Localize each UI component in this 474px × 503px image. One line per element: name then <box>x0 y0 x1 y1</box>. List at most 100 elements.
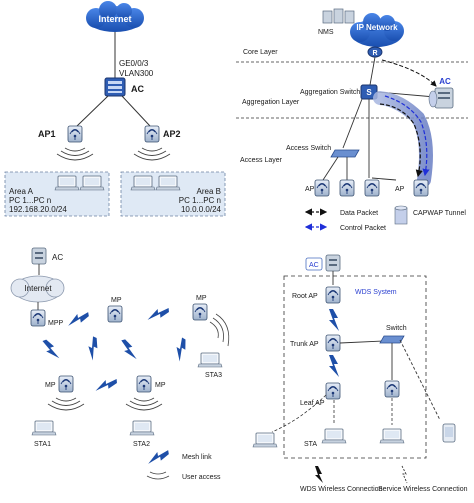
control-packet-path <box>384 95 430 177</box>
ac-label-2: AC <box>439 77 451 86</box>
nms-server-icon <box>322 8 355 24</box>
mp-bm-waves-icon <box>125 397 163 411</box>
trunk-ap-icon <box>325 334 341 352</box>
internet-label-3: Internet <box>24 284 52 293</box>
ac-label: AC <box>131 84 144 94</box>
mesh-link-mp-mp-icon <box>146 308 170 320</box>
ip-network-cloud-icon <box>350 13 404 47</box>
ac-box-4 <box>305 257 323 271</box>
mpp-icon <box>30 309 46 327</box>
access-layer-label: Access Layer <box>240 157 283 164</box>
wds-system-label: WDS System <box>355 289 397 296</box>
ap1-label: AP1 <box>38 129 56 139</box>
data-packet-path <box>379 103 423 178</box>
ap-label-1: AP <box>305 186 315 193</box>
legend-service-label: Service Wireless Connection <box>378 486 468 493</box>
area-a-subnet: 192.168.20.0/24 <box>9 205 67 214</box>
aggregation-switch-label: Aggregation Switch <box>300 89 360 96</box>
mesh-link-mpp-mpbl-icon <box>42 337 60 362</box>
sta-phone-icon <box>442 423 456 443</box>
mpp-label: MPP <box>48 320 64 327</box>
area-b-pcs: PC 1...PC n <box>179 196 221 205</box>
switch-glyph: S <box>366 88 372 97</box>
ac-controller-icon <box>104 77 126 97</box>
sta1-laptop-icon <box>31 420 57 436</box>
ap-label-2: AP <box>395 186 405 193</box>
panel-capwap-tunnel-topology: NMS IP Network R Core Layer S Aggregatio… <box>236 8 468 232</box>
mesh-link-mp-mpbm-icon <box>121 337 137 362</box>
link-trunk-switch <box>339 340 385 344</box>
root-ap-label: Root AP <box>292 293 318 300</box>
access-ap-4-icon <box>413 179 429 197</box>
service-link-switch-sta <box>399 339 441 421</box>
leaf-ap-label: Leaf AP <box>300 400 325 407</box>
ap1-icon <box>67 125 83 143</box>
area-a-name: Area A <box>9 187 34 196</box>
link-switch-access-switch <box>342 98 363 149</box>
area-a-laptop-2-icon <box>79 175 105 191</box>
legend-mesh-bolt-icon <box>146 450 170 464</box>
sta-right-laptop-icon <box>379 428 405 444</box>
legend-wds-icon <box>315 466 323 483</box>
access-ap-3-icon <box>364 179 380 197</box>
legend-mesh-label: Mesh link <box>182 454 212 461</box>
legend-control-label: Control Packet <box>340 225 386 232</box>
nms-label: NMS <box>318 29 334 36</box>
switch-icon <box>379 335 405 344</box>
mesh-link-mpp-mp-icon <box>66 312 90 326</box>
sta3-laptop-icon <box>197 352 223 368</box>
mp-bottom-middle-icon <box>136 375 152 393</box>
mp-top-middle-icon <box>107 305 123 323</box>
panel-ac-bypass-topology: Internet GE0/0/3 VLAN300 AC AP1 AP2 Area… <box>4 1 226 217</box>
legend-tunnel-icon <box>394 205 408 225</box>
panel-mesh-topology: AC Internet MPP MP MP MP MP <box>10 247 230 481</box>
sta-label: STA <box>304 441 317 448</box>
service-link-left <box>271 394 327 433</box>
switch-label: Switch <box>386 325 407 332</box>
access-switch-icon <box>330 149 360 158</box>
link-access-ap1 <box>322 156 339 181</box>
legend-service-icon <box>401 465 408 484</box>
sta-left-laptop-icon <box>252 432 278 448</box>
legend-user-label: User access <box>182 474 221 481</box>
access-ap-2-icon <box>339 179 355 197</box>
link-ac-ap2 <box>121 95 151 127</box>
capwap-tunnel-tube <box>373 91 433 187</box>
panel-wds-topology: AC WDS System Root AP Trunk AP Switch <box>252 254 468 493</box>
legend-tunnel-label: CAPWAP Tunnel <box>413 210 466 217</box>
ap2-label: AP2 <box>163 129 181 139</box>
wds-link-root-trunk-icon <box>329 309 339 331</box>
mesh-link-mpbl-mpbm-icon <box>94 379 118 391</box>
area-b-subnet: 10.0.0.0/24 <box>181 205 222 214</box>
sta1-label: STA1 <box>34 441 51 448</box>
ap2-icon <box>144 125 160 143</box>
root-ap-icon <box>325 286 341 304</box>
sta2-label: STA2 <box>133 441 150 448</box>
access-ap-1-icon <box>314 179 330 197</box>
ac-controller-icon-3 <box>31 247 47 265</box>
link-ac-ap1 <box>76 95 109 127</box>
router-glyph: R <box>372 50 377 57</box>
link-ap-ap <box>371 177 397 181</box>
ap1-waves-icon <box>56 147 94 161</box>
access-switch-label: Access Switch <box>286 145 331 152</box>
trunk-ap-label: Trunk AP <box>290 341 319 348</box>
sta2-laptop-icon <box>129 420 155 436</box>
area-a-laptop-1-icon <box>54 175 80 191</box>
mp-label-3: MP <box>45 382 56 389</box>
internet-cloud-icon <box>86 1 144 32</box>
area-b-laptop-2-icon <box>155 175 181 191</box>
ip-network-label: IP Network <box>356 23 398 32</box>
ac-controller-icon-4 <box>325 254 341 272</box>
mp-label-4: MP <box>155 382 166 389</box>
area-b-name: Area B <box>197 187 221 196</box>
mp-top-right-icon <box>192 303 208 321</box>
link-router-switch <box>369 56 376 86</box>
internet-label: Internet <box>98 14 131 24</box>
mp-label-2: MP <box>196 295 207 302</box>
switch-ap-icon <box>384 380 400 398</box>
mp-bl-waves-icon <box>47 397 85 411</box>
area-b-laptop-1-icon <box>130 175 156 191</box>
ac-port-label: GE0/0/3 <box>119 59 149 68</box>
mesh-link-mptr-mpbm-icon <box>171 337 191 362</box>
